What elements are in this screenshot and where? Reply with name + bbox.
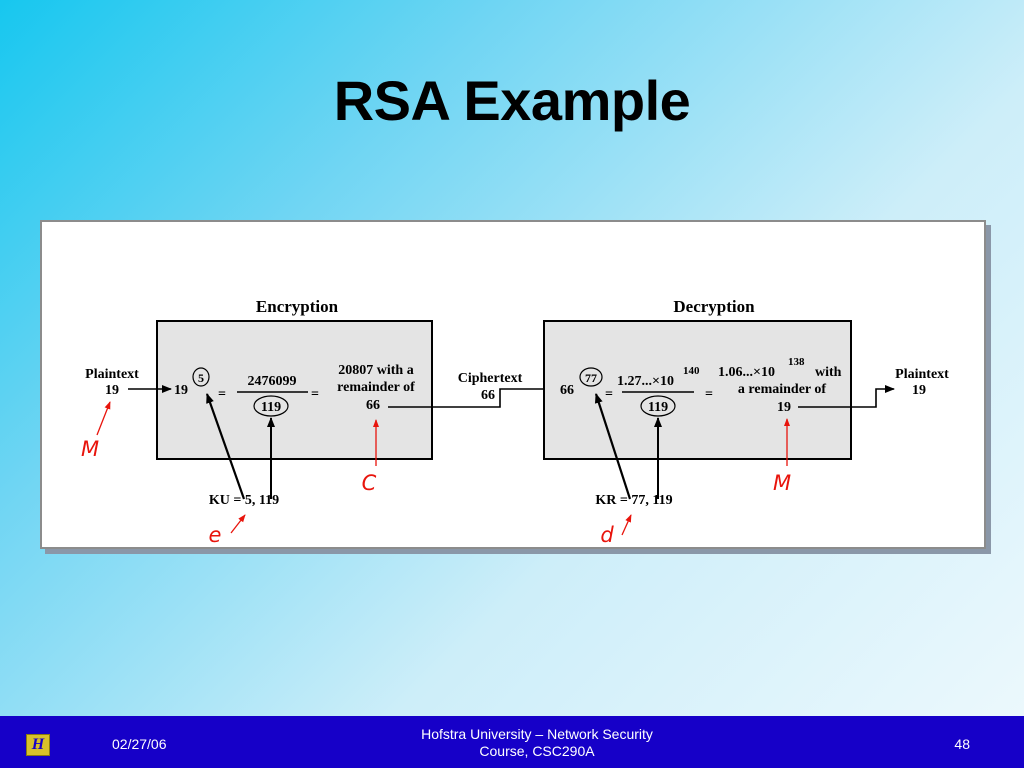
decryption-numerator-exponent: 140 xyxy=(683,365,700,377)
ciphertext-arrow xyxy=(388,385,559,408)
encryption-numerator: 2476099 xyxy=(248,374,297,389)
annotation-c: C xyxy=(362,471,377,495)
decryption-result-line2: a remainder of xyxy=(738,382,826,397)
public-key-label: KU = 5, 119 xyxy=(209,493,279,508)
encryption-result-line1: 20807 with a xyxy=(338,363,413,378)
hofstra-logo-icon: H xyxy=(26,734,50,756)
encryption-equals-1: = xyxy=(218,387,226,402)
decryption-base: 66 xyxy=(560,383,574,398)
encryption-result-line2: remainder of xyxy=(337,380,415,395)
encryption-exponent: 5 xyxy=(198,371,204,385)
rsa-diagram: Encryption Plaintext 19 19 5 = 2476099 1… xyxy=(81,297,949,545)
decryption-title: Decryption xyxy=(673,297,755,316)
ciphertext-label: Ciphertext xyxy=(458,371,523,386)
encryption-modulus-circle xyxy=(253,395,289,417)
annotation-m-input-arrow xyxy=(96,401,111,436)
footer-date: 02/27/06 xyxy=(112,736,167,752)
annotation-m-input: M xyxy=(81,437,99,461)
encryption-exponent-circle xyxy=(192,367,210,387)
public-exponent-arrow xyxy=(205,393,246,500)
footer-course-line1: Hofstra University – Network Security xyxy=(421,726,653,742)
encryption-result-line3: 66 xyxy=(366,398,380,413)
ciphertext-value: 66 xyxy=(481,388,495,403)
footer-course-info: Hofstra University – Network Security Co… xyxy=(362,726,712,760)
slide-title: RSA Example xyxy=(333,69,691,132)
plaintext-input-label: Plaintext xyxy=(85,367,139,382)
encryption-base: 19 xyxy=(174,383,188,398)
decryption-numerator: 1.27...×10 xyxy=(617,374,674,389)
annotation-e: e xyxy=(209,523,222,545)
decryption-result-line3: 19 xyxy=(777,400,791,415)
decryption-result-mantissa: 1.06...×10 xyxy=(718,365,775,380)
decryption-modulus-circle xyxy=(640,395,676,417)
decryption-exponent-circle xyxy=(579,367,603,387)
footer-course-line2: Course, CSC290A xyxy=(479,743,595,759)
rsa-diagram-figure: Encryption Plaintext 19 19 5 = 2476099 1… xyxy=(40,220,986,549)
annotation-e-arrow xyxy=(230,514,246,534)
encryption-denominator: 119 xyxy=(261,400,281,415)
decryption-exponent: 77 xyxy=(585,371,597,385)
plaintext-output-arrow xyxy=(798,385,895,408)
decryption-equals-2: = xyxy=(705,387,713,402)
decryption-denominator: 119 xyxy=(648,400,668,415)
annotation-d: d xyxy=(600,523,614,545)
decryption-equals-1: = xyxy=(605,387,613,402)
annotation-d-arrow xyxy=(621,514,632,536)
annotation-m-output: M xyxy=(773,471,791,495)
plaintext-output-label: Plaintext xyxy=(895,367,949,382)
decryption-result-exponent: 138 xyxy=(788,356,805,368)
private-exponent-arrow xyxy=(594,393,632,500)
encryption-title: Encryption xyxy=(256,297,339,316)
encryption-equals-2: = xyxy=(311,387,319,402)
decryption-box xyxy=(543,320,852,460)
encryption-box xyxy=(156,320,433,460)
plaintext-input-value: 19 xyxy=(105,383,119,398)
slide-footer: H 02/27/06 Hofstra University – Network … xyxy=(0,716,1024,768)
private-key-label: KR = 77, 119 xyxy=(595,493,672,508)
footer-page-number: 48 xyxy=(954,736,970,752)
decryption-result-with: with xyxy=(815,365,842,380)
plaintext-output-value: 19 xyxy=(912,383,926,398)
